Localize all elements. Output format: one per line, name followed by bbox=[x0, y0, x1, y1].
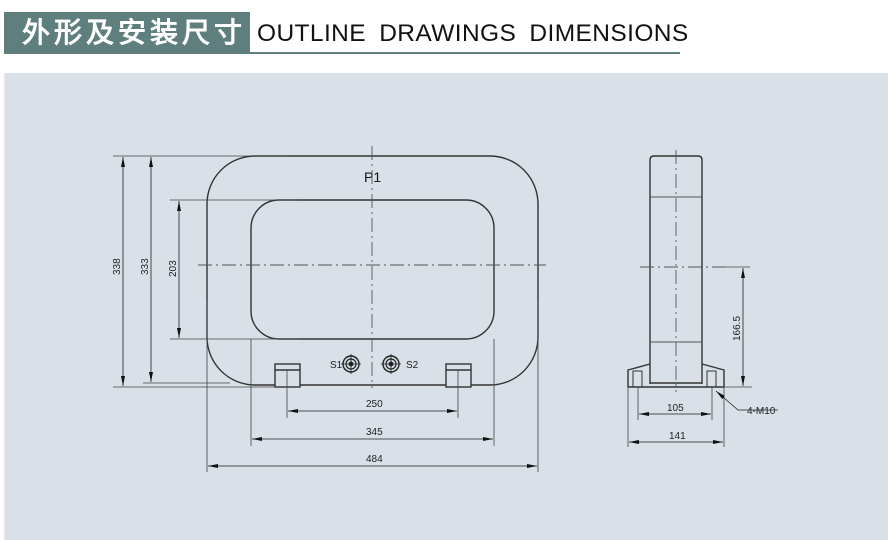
dimension-lines-front bbox=[121, 157, 537, 468]
dim-center-height: 166.5 bbox=[732, 316, 743, 341]
window-outline bbox=[250, 199, 495, 340]
dim-body-height: 333 bbox=[140, 258, 151, 275]
section-title-english: OUTLINE DRAWINGS DIMENSIONS bbox=[257, 20, 689, 47]
dim-hole-spacing: 105 bbox=[667, 403, 684, 414]
centerlines-front bbox=[198, 146, 546, 388]
side-base-outline bbox=[627, 363, 725, 388]
dim-overall-height: 338 bbox=[112, 258, 123, 275]
mount-foot-left bbox=[274, 363, 301, 388]
extension-lines-side bbox=[627, 266, 752, 447]
extension-lines-front bbox=[113, 155, 539, 472]
outer-outline bbox=[206, 155, 539, 386]
section-title-chinese: 外形及安装尺寸 bbox=[4, 12, 250, 54]
dim-window-height: 203 bbox=[168, 260, 179, 277]
dim-mount-hole-spacing: 250 bbox=[366, 399, 383, 410]
bolt-callout: 4-M10 bbox=[747, 406, 776, 417]
dimension-lines-side bbox=[629, 268, 778, 444]
terminal-s2-label: S2 bbox=[406, 360, 419, 371]
terminal-s2-icon bbox=[381, 354, 401, 374]
terminal-s1-label: S1 bbox=[330, 360, 343, 371]
dim-overall-width: 484 bbox=[366, 454, 383, 465]
primary-label-p1: P1 bbox=[364, 169, 381, 185]
title-underline bbox=[250, 52, 680, 54]
centerlines-side bbox=[640, 150, 728, 392]
terminal-s1-icon bbox=[341, 354, 361, 374]
front-view bbox=[206, 155, 539, 388]
dim-window-width: 345 bbox=[366, 427, 383, 438]
mount-foot-right bbox=[445, 363, 472, 388]
dim-base-width: 141 bbox=[669, 431, 686, 442]
bolt-leader-line bbox=[715, 390, 778, 411]
